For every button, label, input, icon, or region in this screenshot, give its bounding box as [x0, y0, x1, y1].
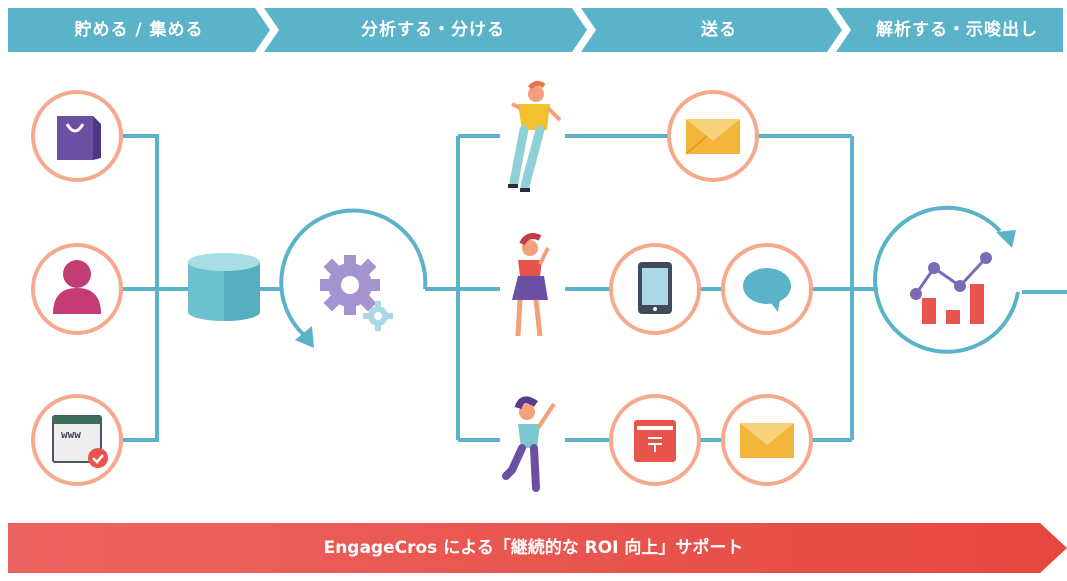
analytics-chart-icon	[910, 252, 992, 324]
website-node	[31, 394, 123, 486]
analytics-cycle	[873, 205, 1020, 354]
bottom-banner-label: EngageCros による「継続的な ROI 向上」サポート	[323, 538, 744, 558]
step-label-analyze: 分析する・分ける	[361, 20, 505, 40]
person-teal-figure	[502, 396, 556, 492]
chat-bubble-icon	[743, 268, 791, 312]
gear-icon	[320, 255, 380, 315]
user-profile-node	[31, 243, 123, 335]
postbox-icon	[634, 420, 676, 462]
browser-www-text: www	[61, 428, 81, 441]
postbox-node	[609, 394, 701, 486]
small-gear-icon	[363, 301, 393, 331]
person-purple-figure	[512, 233, 550, 337]
shopping-bag-icon	[57, 116, 101, 160]
step-chevron-insight	[836, 8, 1063, 52]
step-label-insight: 解析する・示唆出し	[876, 20, 1038, 40]
step-label-send: 送る	[701, 20, 737, 40]
database-icon	[188, 253, 260, 321]
envelope-icon	[685, 119, 740, 155]
tablet-icon	[638, 262, 672, 314]
tablet-node	[609, 243, 701, 335]
user-icon	[53, 260, 101, 314]
step-chevron-send	[581, 8, 842, 52]
email-node-top	[667, 90, 759, 182]
envelope-icon	[740, 423, 794, 458]
bottom-banner-arrow	[8, 523, 1067, 573]
shopping-bag-node	[31, 90, 123, 182]
cycle-arrow-icon	[295, 326, 314, 348]
connector-lines	[122, 134, 1067, 442]
chat-node	[721, 243, 813, 335]
browser-window-icon	[52, 415, 108, 468]
step-label-collect: 貯める / 集める	[74, 20, 204, 40]
email-node-bottom	[721, 394, 813, 486]
step-chevron-collect	[8, 8, 270, 52]
step-header-bar	[8, 8, 1063, 52]
processing-cycle	[279, 208, 428, 348]
step-chevron-analyze	[264, 8, 587, 52]
person-yellow-figure	[508, 80, 562, 192]
cycle-arrow-icon	[996, 230, 1016, 248]
